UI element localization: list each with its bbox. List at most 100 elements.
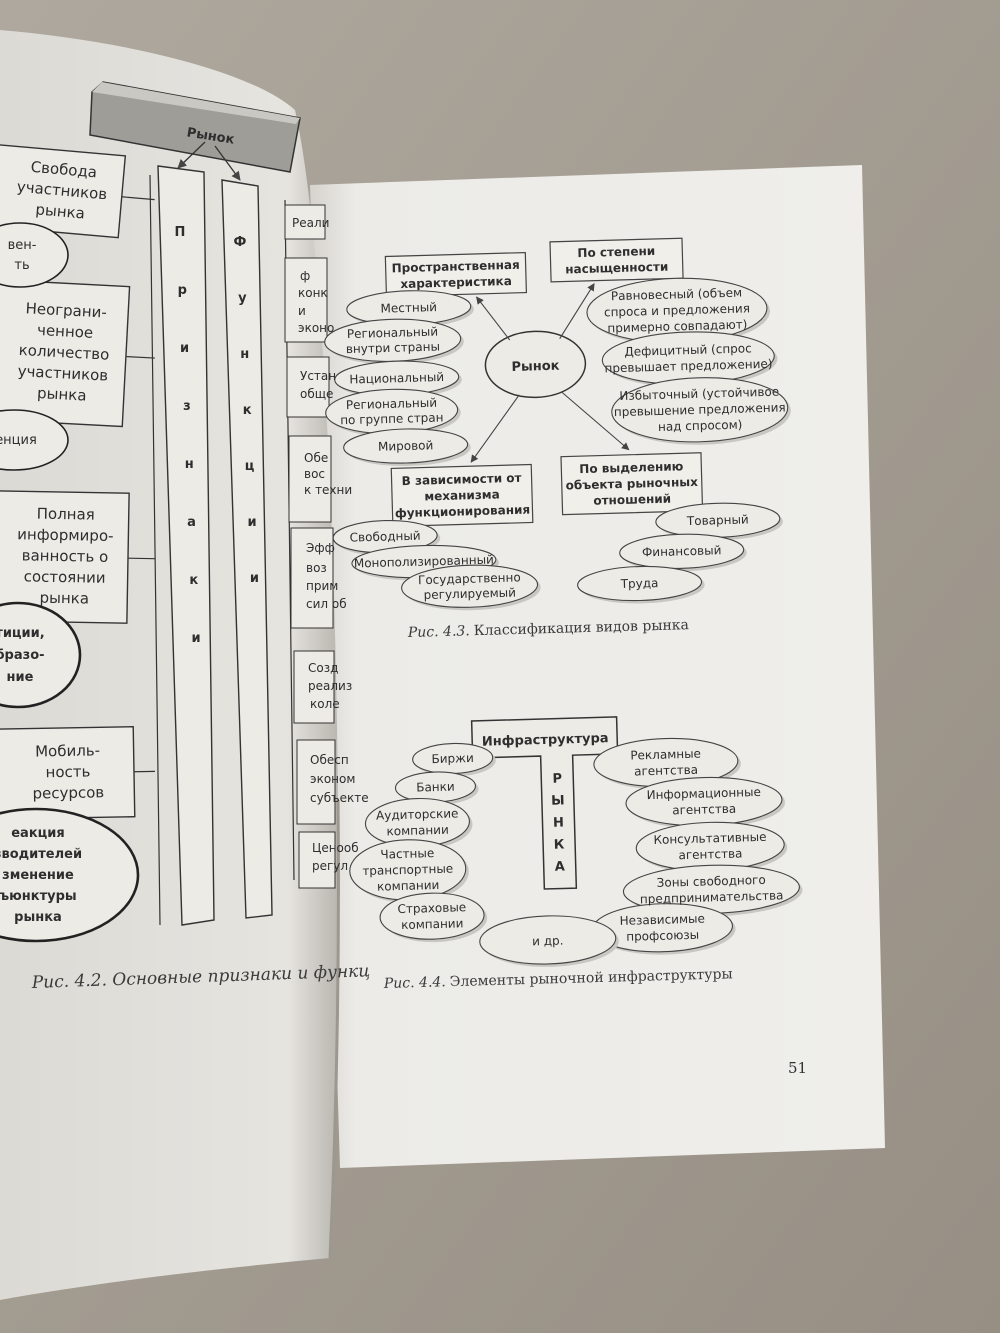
sign-box-text-line: состоянии (24, 567, 106, 586)
spatial-oval-text: Мировой (378, 438, 434, 454)
center-rynok (484, 330, 587, 399)
column-signs-letter: з (183, 399, 191, 414)
spatial-oval (343, 428, 469, 464)
function-fragment: Обе (304, 451, 328, 465)
function-fragment: сил об (306, 597, 347, 611)
mechanism-oval-text-line: Свободный (350, 529, 421, 545)
infra-right-oval-text-line: Консультативные (653, 830, 766, 847)
box-saturation-text-line: По степени (577, 244, 655, 260)
left-oval (0, 222, 69, 288)
left-oval (0, 807, 140, 943)
sign-box-text-line: ванность о (22, 546, 109, 566)
sign-box-text-line: ченное (37, 321, 94, 342)
mechanism-oval-text-line: Государственно (418, 570, 521, 587)
left-oval (0, 409, 69, 471)
infra-left-oval-text-line: компании (401, 916, 464, 932)
infra-left-oval-text-line: Банки (416, 779, 455, 794)
infra-right-oval-text-line: агентства (672, 802, 736, 818)
object-oval-text: Товарный (686, 512, 749, 528)
caption-4-4: Рис. 4.4.Элементы рыночной инфраструктур… (383, 966, 733, 992)
column-signs-letter: к (189, 573, 198, 588)
stem-letter: Ы (551, 793, 565, 808)
infra-right-oval-text-line: Зоны свободного (657, 873, 766, 890)
infra-left-oval-text-line: Частные (380, 846, 434, 861)
spatial-oval-text: Национальный (349, 370, 444, 387)
stem-letter: К (554, 837, 565, 852)
infra-right-oval-text: Информационныеагентства (646, 785, 761, 818)
column-signs (157, 165, 215, 926)
saturation-oval-text-line: Дефицитный (спрос (624, 341, 752, 359)
spatial-oval-text-line: Региональный (346, 396, 437, 413)
left-oval-text-line: ние (7, 670, 34, 685)
box-object-text-line: По выделению (579, 459, 684, 476)
object-oval-text-line: Труда (620, 576, 659, 591)
infra-right-oval-text: Консультативныеагентства (653, 830, 767, 863)
column-functions (221, 179, 273, 919)
saturation-oval-text-line: превышает предложение) (604, 357, 772, 376)
function-fragment: эконо (298, 321, 334, 335)
sign-box: Мобиль-ностьресурсов (0, 726, 155, 820)
saturation-oval-text-line: Избыточный (устойчивое (619, 385, 779, 403)
stem-letter: А (555, 859, 565, 874)
left-oval-text-line: енция (0, 433, 37, 448)
box-mechanism-text-line: функционирования (395, 503, 531, 521)
box-mechanism-text-line: В зависимости от (402, 471, 522, 488)
infra-right-oval-text-line: Информационные (646, 785, 761, 802)
left-oval-text-line: ъюнктуры (0, 889, 77, 904)
column-signs-letter: и (180, 341, 189, 356)
box-mechanism-text-line: механизма (424, 487, 500, 503)
infra-left-oval-text-line: транспортные (362, 862, 453, 879)
column-signs-letter: а (187, 515, 196, 530)
infra-bottom-text: и др. (532, 934, 564, 949)
mechanism-oval-text: Свободный (350, 529, 421, 545)
infra-right-oval-text: Зоны свободногопредпринимательства (639, 872, 783, 906)
header-title: Рынок (186, 125, 236, 147)
infra-bottom-oval (479, 915, 617, 965)
mechanism-oval-text-line: Монополизированный (354, 553, 494, 571)
object-oval-text: Финансовый (642, 543, 722, 559)
sign-box: Неограни-ченноеколичествоучастниковрынка (0, 278, 155, 428)
function-fragment: ф (300, 269, 310, 283)
mechanism-oval (401, 564, 539, 608)
box-mechanism (390, 463, 534, 527)
infra-left-oval-text: Банки (416, 779, 455, 794)
box-object (560, 452, 704, 516)
column-functions-letter: Ф (234, 235, 247, 250)
mechanism-oval-text: Монополизированный (354, 553, 494, 571)
left-oval-text-line: рынка (14, 910, 62, 925)
column-functions-letter: ц (245, 459, 255, 474)
left-oval-text-line: еакция (11, 826, 65, 841)
stem-letter: Р (552, 771, 562, 786)
infra-left-oval-text-line: Аудиторские (376, 806, 459, 822)
column-functions-letter: у (238, 291, 247, 306)
function-fragment: коле (310, 697, 340, 711)
left-oval-text-line: бразо- (0, 648, 45, 663)
sign-box-text-line: Мобиль- (35, 741, 100, 760)
page-number: 51 (788, 1059, 807, 1077)
infrastructure-t-shape (470, 716, 619, 890)
page-curl-edge (328, 799, 340, 1259)
column-signs-letter: П (175, 225, 186, 240)
box-object-text-line: объекта рыночных (565, 475, 698, 493)
spatial-oval-text: Региональныйпо группе стран (340, 395, 444, 427)
sign-box: Свободаучастниковрынка (0, 143, 155, 239)
left-oval-text-line: вен- (8, 238, 37, 253)
box-object-text-line: отношений (593, 492, 671, 508)
infra-left-oval-text: Биржи (431, 751, 474, 766)
function-fragment: обще (300, 387, 333, 401)
function-fragment: регул (312, 859, 348, 873)
spatial-oval-text-line: Региональный (347, 325, 438, 342)
infra-left-oval-text-line: Страховые (397, 900, 466, 916)
infra-right-oval-text-line: профсоюзы (626, 928, 699, 944)
spatial-oval-text: Региональныйвнутри страны (345, 325, 440, 357)
function-fragment: эконом (310, 772, 355, 786)
sign-box: Полнаяинформиро-ванность осостояниирынка (0, 490, 155, 624)
box-spatial-text-line: Пространственная (391, 258, 519, 276)
left-oval-text: вен-ть (8, 238, 37, 273)
sign-box-text-line: участников (17, 362, 108, 385)
saturation-oval-text-line: спроса и предложения (604, 301, 750, 319)
